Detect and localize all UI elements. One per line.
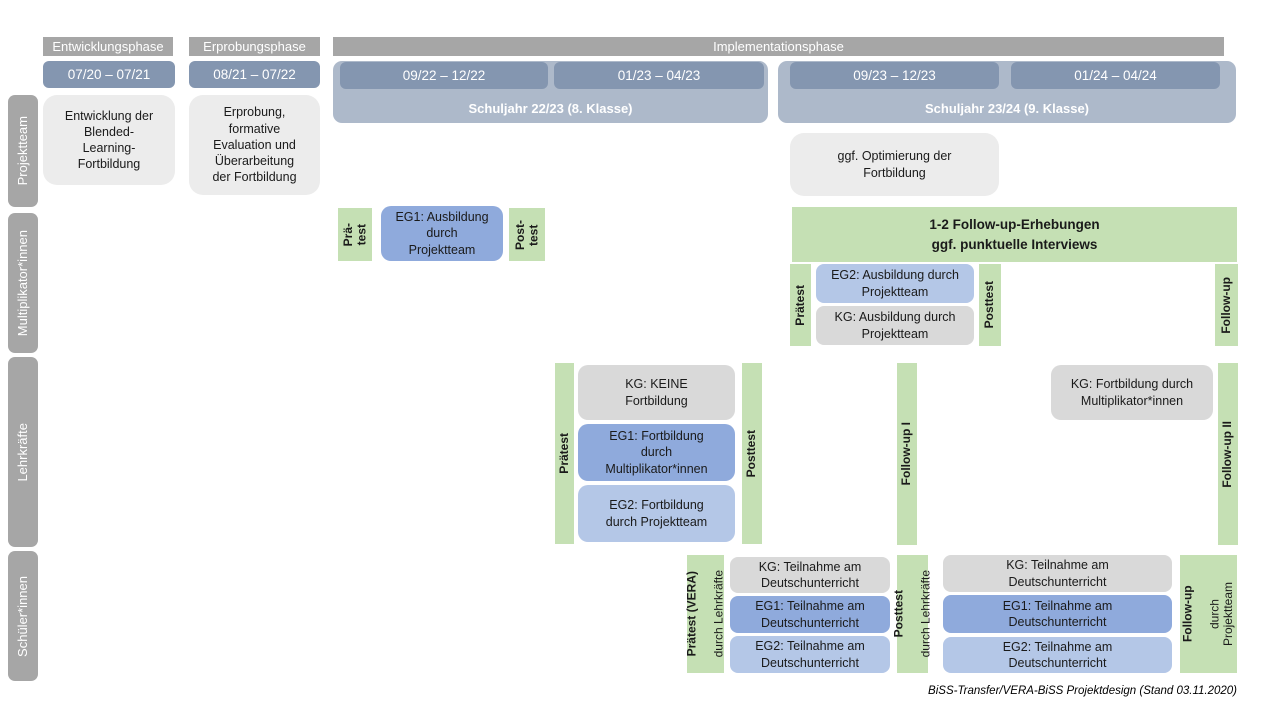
date-range-01-24: 01/24 – 04/24 [1011, 62, 1220, 89]
box-eg2-fortbildung: EG2: Fortbildung durch Projektteam [578, 485, 735, 542]
box-kg-ausbildung: KG: Ausbildung durch Projektteam [816, 306, 974, 345]
bar-schueler-posttest: Posttest durch Lehrkräfte [891, 555, 932, 673]
box-optimierung-fortbildung: ggf. Optimierung der Fortbildung [790, 133, 999, 196]
posttest-rest: durch Lehrkräfte [918, 570, 933, 658]
box-entwicklung-fortbildung: Entwicklung der Blended- Learning- Fortb… [43, 95, 175, 185]
bar-schueler-followup: Follow-up durch Projektteam [1180, 555, 1237, 673]
bar-multiplikator-posttest2-text: Posttest [982, 281, 997, 329]
date-range-01-23: 01/23 – 04/23 [554, 62, 764, 89]
box-kg-teilnahme-1: KG: Teilnahme am Deutschunterricht [730, 557, 890, 593]
bar-multiplikator-praetest2-text: Prätest [792, 284, 807, 326]
box-eg1-teilnahme-2: EG1: Teilnahme am Deutschunterricht [943, 595, 1172, 633]
box-kg-teilnahme-2: KG: Teilnahme am Deutschunterricht [943, 555, 1172, 592]
date-range-09-22: 09/22 – 12/22 [340, 62, 548, 89]
phase-header-implementationsphase: Implementationsphase [333, 37, 1224, 56]
bar-schueler-followup-text: Follow-up durch Projektteam [1168, 582, 1249, 646]
bar-lehrkraefte-followup1-text: Follow-up I [899, 422, 914, 486]
bar-multiplikator-praetest: Prä- test [338, 208, 372, 261]
diagram-caption: BiSS-Transfer/VERA-BiSS Projektdesign (S… [928, 685, 1237, 697]
bar-multiplikator-praetest2: Prätest [790, 264, 811, 346]
bar-schueler-praetest-vera: Prätest (VERA) durch Lehrkräfte [684, 555, 726, 673]
bar-multiplikator-followup-text: Follow-up [1218, 276, 1233, 334]
phase-header-entwicklungsphase: Entwicklungsphase [43, 37, 173, 56]
box-erprobung-evaluation: Erprobung, formative Evaluation und Über… [189, 95, 320, 195]
bar-lehrkraefte-praetest: Prätest [555, 363, 574, 544]
box-eg1-fortbildung: EG1: Fortbildung durch Multiplikator*inn… [578, 424, 735, 481]
bar-multiplikator-followup: Follow-up [1215, 264, 1238, 346]
date-range-08-21: 08/21 – 07/22 [189, 61, 320, 88]
box-kg-fortbildung-multiplikatoren: KG: Fortbildung durch Multiplikator*inne… [1051, 365, 1213, 420]
box-followup-erhebungen: 1-2 Follow-up-Erhebungen ggf. punktuelle… [792, 207, 1237, 262]
praetest-vera-rest: durch Lehrkräfte [711, 570, 726, 658]
row-label-schueler: Schüler*innen [8, 551, 38, 681]
posttest-bold: Posttest [891, 590, 906, 638]
bar-multiplikator-posttest2: Posttest [979, 264, 1001, 346]
row-label-multiplikatoren: Multiplikator*innen [8, 213, 38, 353]
box-eg2-teilnahme-2: EG2: Teilnahme am Deutschunterricht [943, 637, 1172, 673]
box-eg1-ausbildung: EG1: Ausbildung durch Projektteam [381, 206, 503, 261]
row-label-lehrkraefte: Lehrkräfte [8, 357, 38, 547]
phase-header-erprobungsphase: Erprobungsphase [189, 37, 320, 56]
schueler-followup-rest: durch Projektteam [1207, 581, 1235, 647]
date-range-09-23: 09/23 – 12/23 [790, 62, 999, 89]
bar-schueler-posttest-text: Posttest durch Lehrkräfte [879, 570, 946, 657]
row-label-lehrkraefte-text: Lehrkräfte [14, 422, 30, 482]
row-label-projektteam-text: Projektteam [14, 116, 30, 186]
date-range-07-20: 07/20 – 07/21 [43, 61, 175, 88]
bar-lehrkraefte-followup2-text: Follow-up II [1220, 420, 1235, 488]
row-label-multiplikatoren-text: Multiplikator*innen [14, 229, 30, 337]
schueler-followup-bold: Follow-up [1180, 585, 1195, 643]
bar-multiplikator-posttest: Post- test [509, 208, 545, 261]
bar-multiplikator-posttest-text: Post- test [512, 219, 540, 250]
bar-lehrkraefte-praetest-text: Prätest [556, 433, 571, 474]
bar-lehrkraefte-posttest-text: Posttest [744, 429, 759, 478]
box-eg2-teilnahme-1: EG2: Teilnahme am Deutschunterricht [730, 636, 890, 673]
bar-lehrkraefte-followup2: Follow-up II [1218, 363, 1238, 545]
bar-lehrkraefte-posttest: Posttest [742, 363, 762, 544]
box-eg1-teilnahme-1: EG1: Teilnahme am Deutschunterricht [730, 596, 890, 633]
praetest-vera-bold: Prätest (VERA) [684, 571, 699, 657]
bar-lehrkraefte-followup1: Follow-up I [897, 363, 917, 545]
box-eg2-ausbildung: EG2: Ausbildung durch Projektteam [816, 264, 974, 303]
row-label-projektteam: Projektteam [8, 95, 38, 207]
box-kg-keine-fortbildung: KG: KEINE Fortbildung [578, 365, 735, 420]
bar-multiplikator-praetest-text: Prä- test [340, 222, 368, 247]
row-label-schueler-text: Schüler*innen [14, 575, 30, 657]
